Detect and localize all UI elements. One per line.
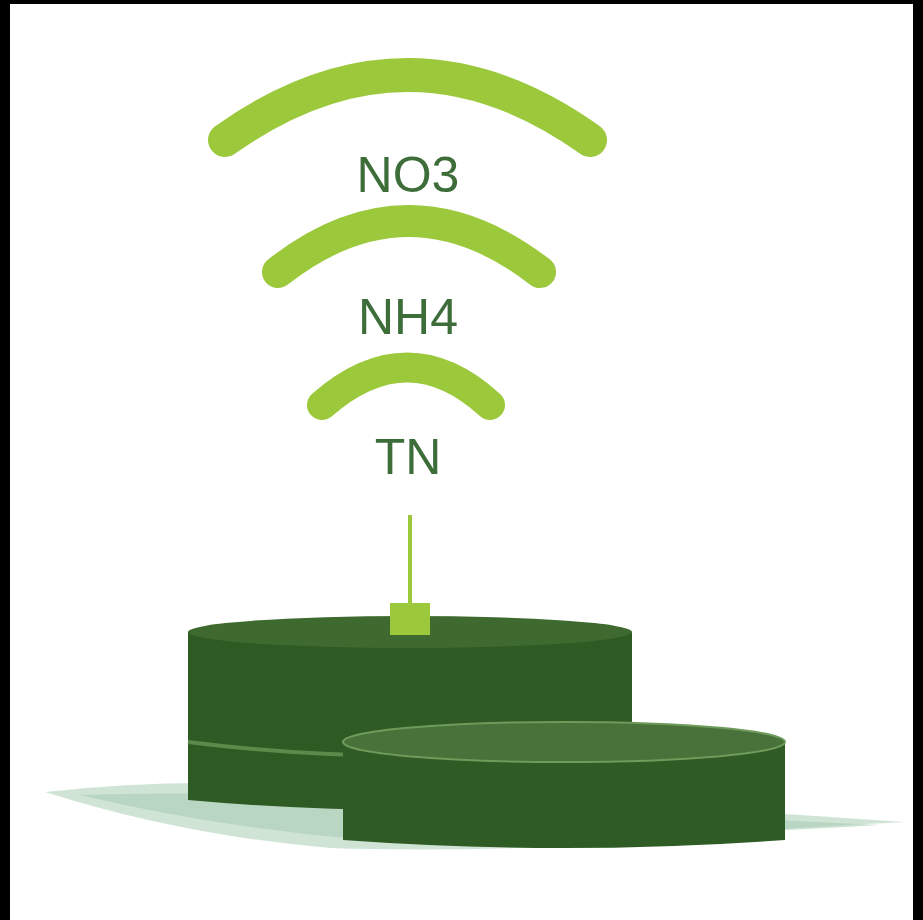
- analyte-label: NO3: [357, 150, 460, 200]
- analyte-label: NH4: [358, 292, 458, 342]
- antenna-line: [408, 515, 412, 607]
- antenna-base: [390, 603, 430, 635]
- signal-arc: [225, 75, 590, 140]
- signal-arc: [322, 368, 490, 406]
- frame-top: [0, 0, 923, 4]
- frame-right: [913, 0, 923, 920]
- sensor-top: [343, 722, 785, 762]
- frame-left: [0, 0, 10, 920]
- analyte-label: TN: [375, 432, 442, 482]
- signal-arc: [278, 221, 540, 272]
